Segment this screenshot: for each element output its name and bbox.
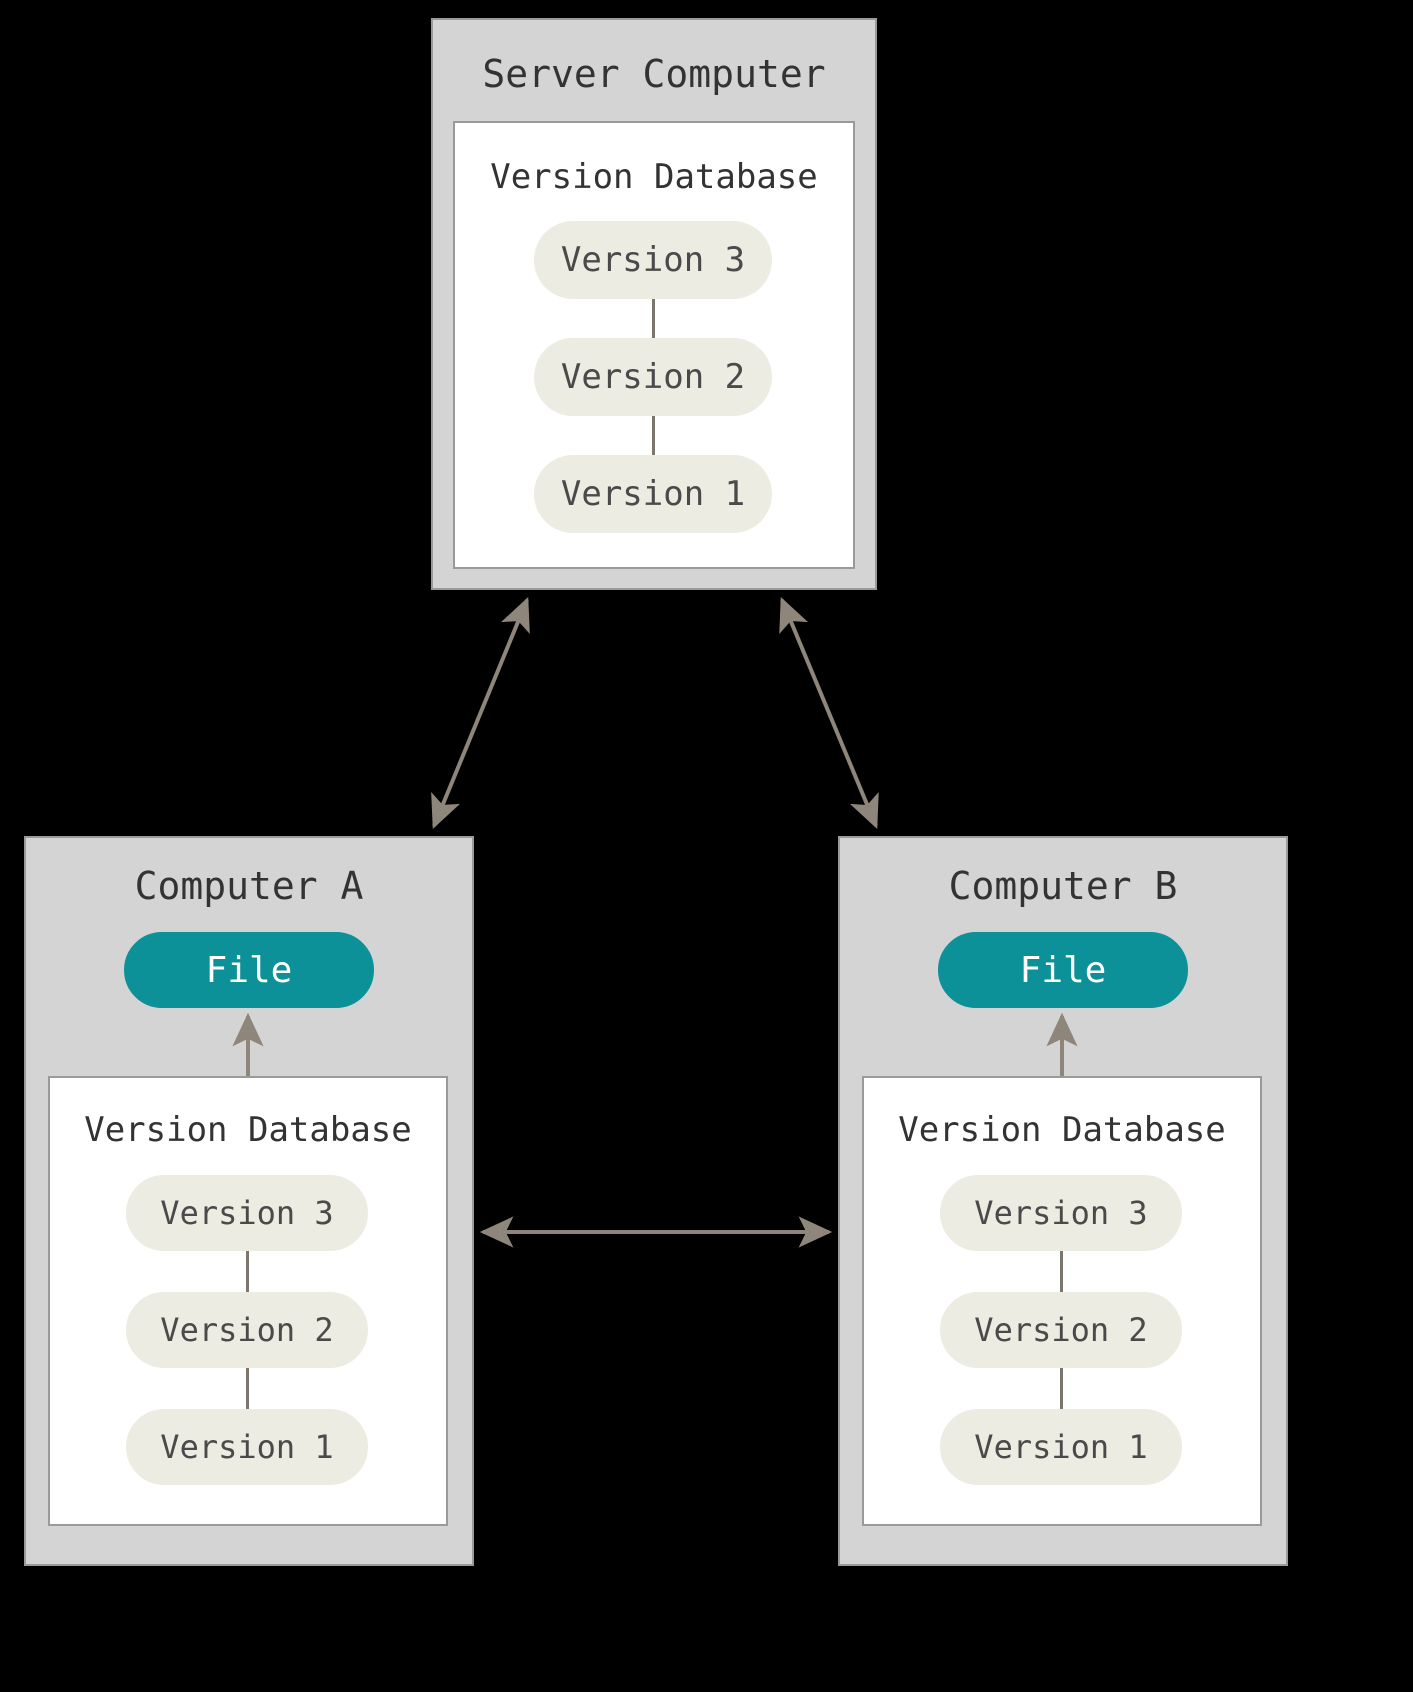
computer-a-version-3-label: Version 3 [160, 1194, 334, 1232]
computer-b-version-database-title: Version Database [898, 1110, 1226, 1150]
computer-b-version-3-pill[interactable]: Version 3 [940, 1175, 1182, 1251]
server-computer-title: Server Computer [482, 52, 826, 96]
server-version-1-label: Version 1 [560, 474, 746, 514]
server-version-3-pill[interactable]: Version 3 [534, 221, 772, 299]
server-version-3-label: Version 3 [560, 240, 746, 280]
computer-a-title: Computer A [134, 864, 364, 908]
computer-b-version-link-2-1 [1060, 1367, 1063, 1409]
arrow-server-computer-a [431, 597, 530, 829]
computer-b-title: Computer B [948, 864, 1178, 908]
computer-a-file-label: File [205, 949, 293, 991]
server-version-1-pill[interactable]: Version 1 [534, 455, 772, 533]
computer-a-version-1-label: Version 1 [160, 1428, 334, 1466]
computer-b-version-3-label: Version 3 [974, 1194, 1148, 1232]
computer-a-version-link-3-2 [246, 1250, 249, 1292]
computer-b-version-1-label: Version 1 [974, 1428, 1148, 1466]
server-version-2-label: Version 2 [560, 357, 746, 397]
computer-b-version-link-3-2 [1060, 1250, 1063, 1292]
computer-b-file-label: File [1019, 949, 1107, 991]
computer-a-version-2-pill[interactable]: Version 2 [126, 1292, 368, 1368]
computer-b-file-pill[interactable]: File [938, 932, 1188, 1008]
arrow-server-computer-b [779, 597, 879, 829]
server-version-database-title: Version Database [490, 157, 818, 197]
computer-a-version-link-2-1 [246, 1367, 249, 1409]
server-version-link-2-1 [652, 414, 655, 457]
computer-a-version-3-pill[interactable]: Version 3 [126, 1175, 368, 1251]
computer-b-version-1-pill[interactable]: Version 1 [940, 1409, 1182, 1485]
server-version-2-pill[interactable]: Version 2 [534, 338, 772, 416]
computer-a-version-database-title: Version Database [84, 1110, 412, 1150]
computer-b-version-2-pill[interactable]: Version 2 [940, 1292, 1182, 1368]
computer-a-version-2-label: Version 2 [160, 1311, 334, 1349]
server-version-link-3-2 [652, 297, 655, 340]
computer-b-version-2-label: Version 2 [974, 1311, 1148, 1349]
computer-a-version-1-pill[interactable]: Version 1 [126, 1409, 368, 1485]
computer-a-file-pill[interactable]: File [124, 932, 374, 1008]
